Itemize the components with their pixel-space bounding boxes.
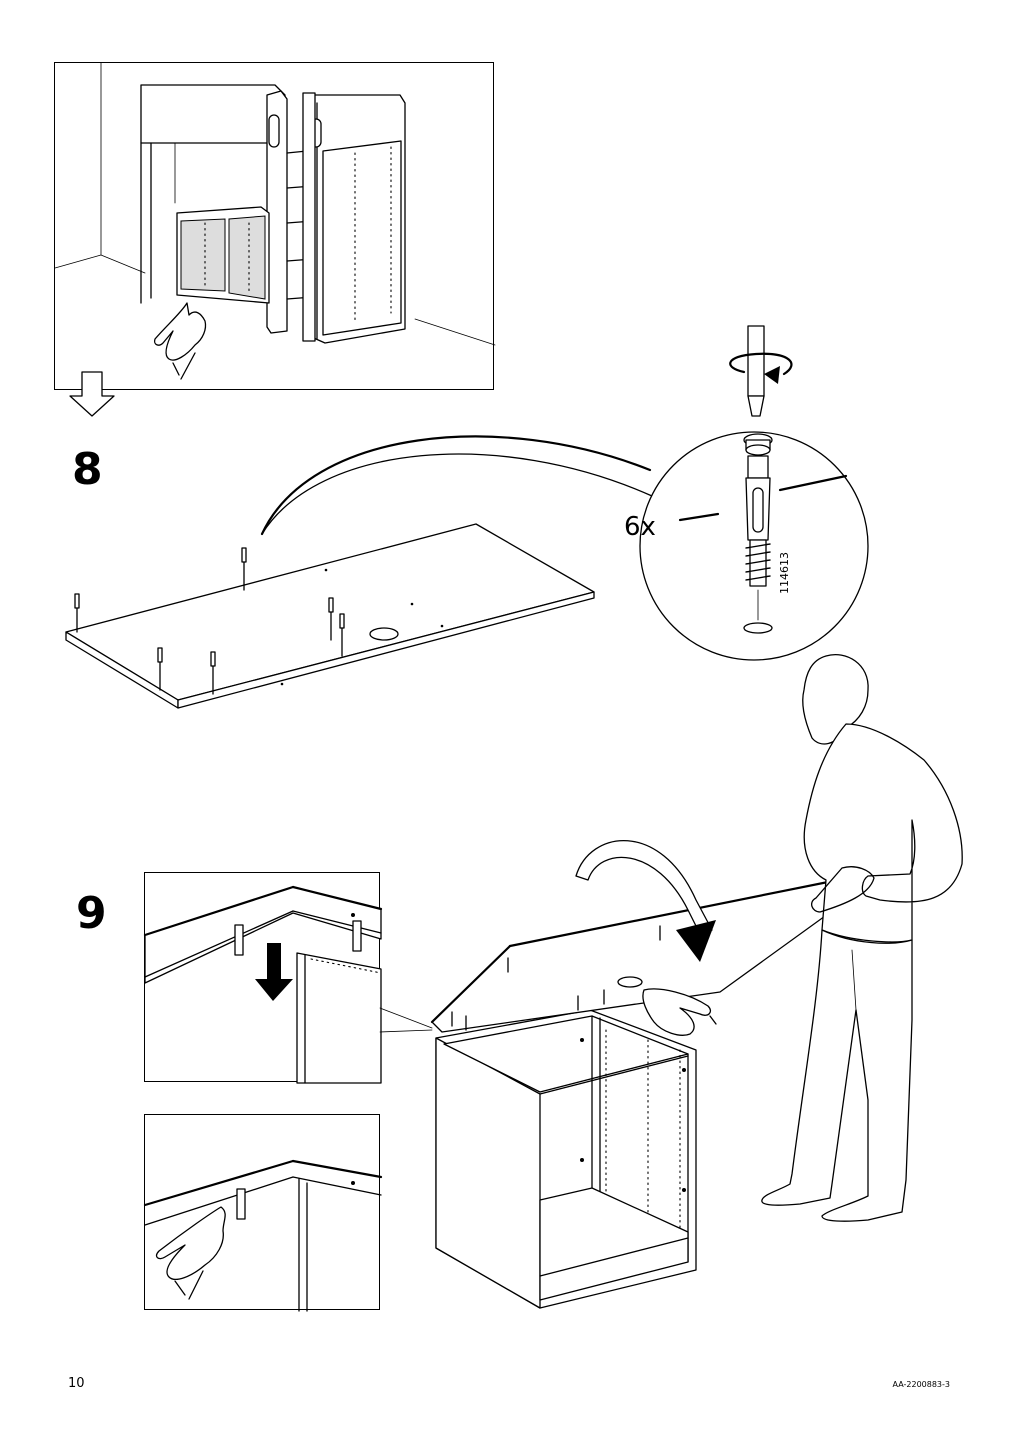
cam-dowel-icon — [743, 433, 773, 634]
document-code: AA-2200883-3 — [892, 1380, 950, 1389]
cam-dowel-detail — [639, 325, 869, 661]
cabinet-illustration — [435, 1009, 697, 1309]
hand-pointing-icon — [153, 302, 207, 380]
step-9-number: 9 — [76, 888, 107, 939]
detail-box-lower-panel — [143, 872, 383, 1084]
overview-panel — [54, 62, 496, 390]
hollow-down-arrow-icon — [69, 371, 115, 417]
page-number: 10 — [68, 1376, 85, 1391]
hand-pointing-icon — [155, 1206, 226, 1300]
hand-pointing-icon — [642, 988, 717, 1036]
detail-box-pressed — [143, 1114, 383, 1312]
quantity-label: 6x — [624, 512, 656, 542]
step-8-board-illustration — [65, 435, 653, 709]
person-illustration — [761, 654, 963, 1222]
rotate-screwdriver-icon — [729, 325, 793, 417]
overview-bed-illustration — [54, 62, 496, 380]
curved-arrow-icon — [575, 839, 716, 962]
step-8-number: 8 — [72, 444, 103, 495]
